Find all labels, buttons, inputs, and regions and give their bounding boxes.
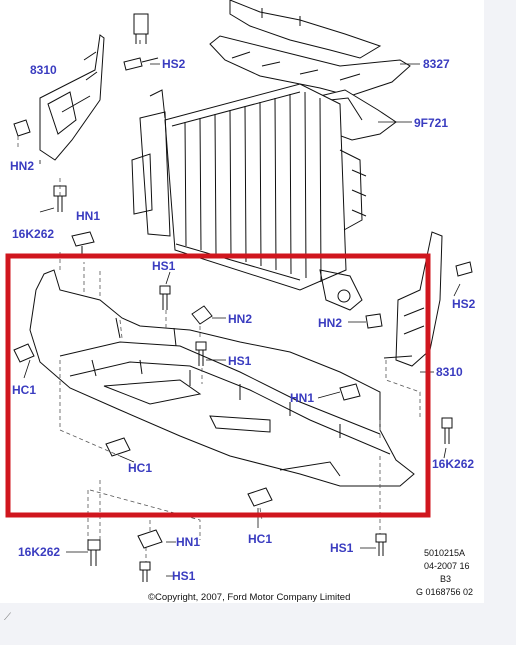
bolt-part: [441, 417, 453, 444]
upper-shield-part: [229, 0, 382, 59]
nut-part: [365, 313, 383, 329]
radiator-part: [131, 83, 347, 291]
callout-hn2-left: HN2: [10, 159, 34, 173]
callout-hs1-right: HS1: [330, 541, 354, 555]
bottom-margin-strip: [0, 603, 516, 645]
callout-16k262-bottom: 16K262: [18, 545, 60, 559]
screw-part: [455, 261, 473, 277]
clip-part: [247, 487, 273, 507]
callout-hs2-top: HS2: [162, 57, 186, 71]
right-bracket-part: [383, 231, 443, 367]
leader-lines: [23, 40, 461, 577]
bolt-part: [53, 185, 67, 212]
assembly-lines: [17, 136, 421, 562]
clip-part: [339, 383, 361, 401]
screw-part: [159, 285, 171, 310]
callout-9f721: 9F721: [414, 116, 448, 130]
callout-hn1-bottom: HN1: [176, 535, 200, 549]
callout-8310-left: 8310: [30, 63, 57, 77]
parts-diagram: 8310 HS2 8327 9F721 HN2 16K262 HN1 HS1 H…: [5, 0, 476, 603]
splash-shield-part: [29, 269, 415, 487]
callout-hc1-left: HC1: [12, 383, 36, 397]
top-clip-part: [133, 13, 149, 44]
bolt-part: [87, 539, 101, 566]
clip-part: [191, 305, 213, 325]
screw-part: [139, 561, 151, 582]
drawing-date: 04-2007 16: [424, 561, 470, 571]
callout-hn2-center: HN2: [228, 312, 252, 326]
resize-grip-icon: ⟋: [4, 612, 11, 623]
right-margin-strip: [484, 0, 516, 645]
callout-hs1-top: HS1: [152, 259, 176, 273]
air-deflector-part: [209, 35, 411, 97]
drawing-revision: B3: [440, 574, 451, 584]
left-bracket-part: [39, 34, 105, 161]
callout-hs1-center: HS1: [228, 354, 252, 368]
drawing-code: 5010215A: [424, 548, 465, 558]
highlight-frame: [5, 253, 431, 518]
clip-part: [13, 343, 35, 363]
callout-hn2-right: HN2: [318, 316, 342, 330]
screw-part: [123, 57, 159, 71]
nut-part: [13, 119, 31, 137]
callout-hn1-top: HN1: [76, 209, 100, 223]
screw-part: [195, 341, 207, 366]
radiator-bracket-part: [319, 149, 367, 311]
callout-8327: 8327: [423, 57, 450, 71]
callout-hs2-right: HS2: [452, 297, 476, 311]
callout-hn1-right: HN1: [290, 391, 314, 405]
callout-8310-right: 8310: [436, 365, 463, 379]
drawing-reference: G 0168756 02: [416, 587, 473, 597]
screw-part: [375, 533, 387, 556]
callout-hs1-bottom: HS1: [172, 569, 196, 583]
callout-hc1-bottom: HC1: [248, 532, 272, 546]
callout-16k262-top: 16K262: [12, 227, 54, 241]
clip-part: [137, 529, 163, 549]
clip-part: [105, 437, 131, 457]
callout-hc1-center: HC1: [128, 461, 152, 475]
callout-16k262-right: 16K262: [432, 457, 474, 471]
copyright-notice: ©Copyright, 2007, Ford Motor Company Lim…: [148, 592, 350, 603]
